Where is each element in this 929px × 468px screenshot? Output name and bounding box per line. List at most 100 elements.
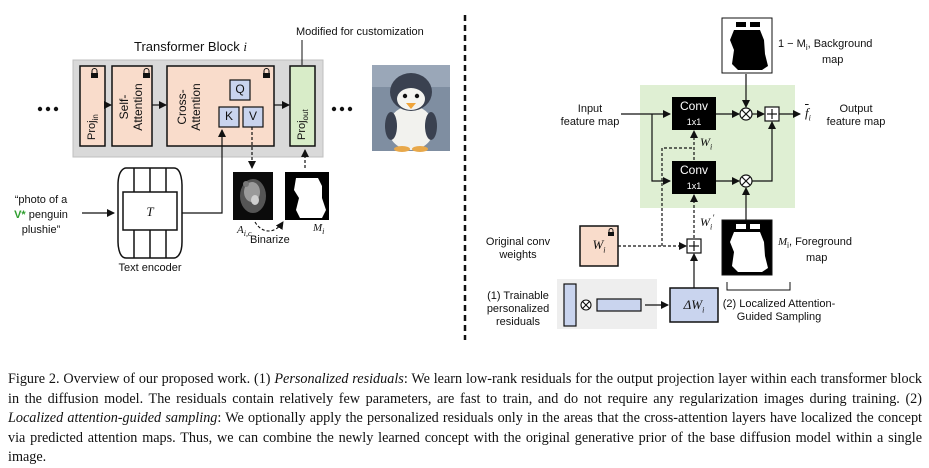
conv-top-sub: 1x1 <box>686 117 702 127</box>
w-i-label: Wi <box>700 136 712 153</box>
delta-w-symbol: ΔW <box>683 297 703 312</box>
transformer-title-text: Transformer Block <box>134 39 240 54</box>
foreground-label-sub: i <box>787 241 789 251</box>
background-map <box>721 17 773 74</box>
localized-sampling-label: (2) Localized Attention- Guided Sampling <box>718 298 840 324</box>
proj-in-sub: in <box>91 114 101 121</box>
input-label-line2: feature map <box>560 116 620 128</box>
w-i-prime-sub: i <box>710 222 713 232</box>
output-symbol-sub: i <box>808 113 811 123</box>
proj-in-text: Proj <box>86 120 98 140</box>
original-w-sub: i <box>603 245 606 255</box>
localized-bracket <box>726 282 791 291</box>
output-symbol-text: f <box>805 105 809 120</box>
background-map-label: 1 − Mi, Background <box>778 38 872 54</box>
matmul-icon <box>580 299 592 311</box>
conv-top-label: Conv <box>679 99 708 113</box>
background-map-label-line2: map <box>822 54 844 66</box>
text-encoder-label: Text encoder <box>118 262 182 274</box>
green-region <box>640 85 795 208</box>
prompt-line-1: “photo of a <box>14 194 68 206</box>
self-attention-label: Self-Attention <box>117 83 145 131</box>
residual-plus-icon <box>686 238 702 254</box>
proj-out-block <box>289 65 316 147</box>
transformer-title: Transformer Block i <box>134 40 247 53</box>
ellipsis-right <box>331 106 353 112</box>
sum-plus-icon <box>764 106 780 122</box>
foreground-map-label: Mi, Foreground <box>778 236 852 252</box>
proj-in-label: Projin <box>86 114 102 140</box>
conv-top-block <box>672 97 716 130</box>
input-label: Input feature map <box>556 103 624 129</box>
w-i-prime-mark: ′ <box>712 213 715 223</box>
penguin-photo <box>372 65 450 152</box>
background-label-sub: i <box>805 43 808 53</box>
caption-part-1: Figure 2. Overview of our proposed work.… <box>8 371 275 387</box>
output-symbol: fi <box>805 106 811 125</box>
original-weights-label: Original conv weights <box>478 236 558 262</box>
trainable-residuals-label: (1) Trainable personalized residuals <box>480 290 556 329</box>
caption-part-3: : We optionally apply the personalized r… <box>8 410 922 466</box>
binary-mask <box>285 172 329 220</box>
output-label: Output feature map <box>820 103 892 129</box>
multiply-top-icon <box>739 107 753 121</box>
lock-icon <box>608 228 614 236</box>
w-i-prime-label: Wi′ <box>700 212 714 233</box>
localized-line2: Guided Sampling <box>736 311 822 323</box>
output-label-line2: feature map <box>826 116 886 128</box>
cross-attention-label: Cross-Attention <box>175 83 203 131</box>
original-weights-symbol: Wi <box>580 238 618 257</box>
background-label-prefix: 1 − M <box>778 38 806 50</box>
lock-icon <box>263 68 270 78</box>
proj-out-sub: out <box>301 109 311 121</box>
trainable-line1: (1) Trainable <box>487 290 549 302</box>
k-box <box>218 106 240 128</box>
trainable-line2: personalized <box>486 303 550 315</box>
transformer-title-var: i <box>243 39 247 54</box>
text-encoder-symbol: T <box>146 204 154 219</box>
attention-map <box>233 172 273 220</box>
w-i-symbol: W <box>700 135 710 149</box>
low-rank-matrix-b <box>596 298 642 312</box>
mask-label: Mi <box>313 222 324 238</box>
prompt-line-2: V* penguin <box>2 208 80 223</box>
foreground-label-prefix: M <box>778 236 788 248</box>
caption-emphasis-2: Localized attention-guided sampling <box>8 410 218 427</box>
modified-label: Modified for customization <box>296 26 424 38</box>
delta-w-label: ΔWi <box>670 298 718 317</box>
foreground-label-rest: , Foreground <box>788 236 852 248</box>
mask-symbol: M <box>313 222 323 234</box>
figure-diagram <box>37 15 801 340</box>
attention-map-sub: i,c <box>243 229 252 239</box>
prompt-text: “photo of a V* penguin plushie” <box>2 193 80 238</box>
self-attention-block <box>111 65 153 147</box>
proj-out-label: Projout <box>296 109 312 140</box>
binarize-label: Binarize <box>250 234 290 246</box>
input-label-line1: Input <box>577 103 603 115</box>
prompt-vstar: V* <box>14 209 26 221</box>
delta-w-block <box>669 287 719 323</box>
lock-icon <box>143 68 150 78</box>
foreground-map <box>721 219 773 276</box>
w-i-sub: i <box>710 142 713 152</box>
prompt-line-2-rest: penguin <box>25 209 68 221</box>
mask-sub: i <box>322 227 325 237</box>
text-encoder-core <box>122 191 178 231</box>
trainable-line3: residuals <box>495 316 541 328</box>
k-label: K <box>224 109 233 123</box>
caption-part-2: : We learn low-rank residuals for the ou… <box>8 371 922 407</box>
ellipsis-left <box>37 106 59 112</box>
output-label-line1: Output <box>839 103 873 115</box>
v-label: V <box>248 109 257 123</box>
foreground-map-label-line2: map <box>806 252 828 264</box>
multiply-bottom-icon <box>739 174 753 188</box>
proj-in-block <box>79 65 106 147</box>
w-i-prime-symbol: W <box>700 215 710 229</box>
localized-line1: (2) Localized Attention- <box>722 298 836 310</box>
q-box <box>229 79 251 101</box>
background-label-rest: , Background <box>807 38 873 50</box>
original-w-symbol: W <box>592 237 604 252</box>
conv-bottom-label: Conv <box>679 163 708 177</box>
attention-map-label: Ai,c <box>237 224 252 240</box>
figure: Transformer Block i Modified for customi… <box>2 15 892 340</box>
